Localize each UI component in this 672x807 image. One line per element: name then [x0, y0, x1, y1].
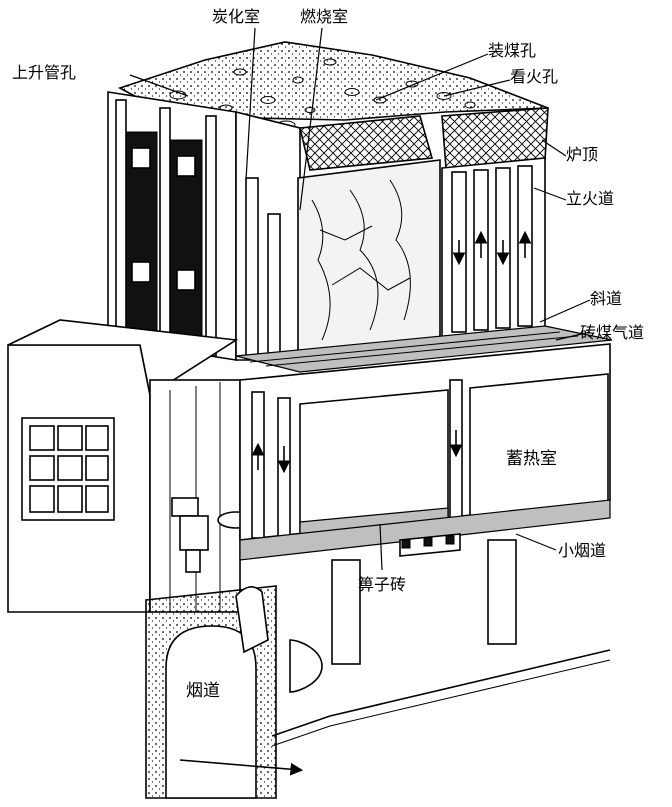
label-peep-hole: 看火孔: [510, 67, 558, 86]
label-brick-gas-channel: 砖煤气道: [580, 323, 644, 342]
label-flue: 烟道: [186, 681, 220, 701]
coal-texture: [311, 179, 411, 341]
regenerator-block: [239, 343, 611, 541]
label-regenerator: 蓄热室: [506, 449, 557, 469]
ground-line: [271, 649, 611, 737]
flue-tunnel: [145, 585, 304, 799]
roof-refractory: [299, 115, 434, 171]
label-charging-hole: 装煤孔: [488, 41, 536, 60]
brick-gas-channel-band: [235, 325, 613, 373]
coal-charge: [297, 159, 441, 361]
vertical-flue-block: [441, 157, 546, 341]
label-inclined-flue: 斜道: [590, 289, 622, 308]
label-combustion-chamber: 燃烧室: [300, 7, 348, 26]
label-small-flue: 小烟道: [558, 541, 606, 560]
small-flue-band: [239, 499, 611, 561]
center-walls: [235, 110, 301, 361]
leader-lines: [129, 27, 591, 571]
label-carbonization-chamber: 炭化室: [212, 7, 260, 26]
window-grid: [21, 417, 115, 521]
label-oven-roof: 炉顶: [566, 145, 598, 164]
label-ascension-pipe-hole: 上升管孔: [12, 63, 76, 82]
upper-left-block: [107, 91, 237, 361]
label-grate-brick: 箅子砖: [358, 575, 406, 594]
label-vertical-flue: 立火道: [566, 189, 614, 208]
support-pillars: [289, 539, 517, 693]
roof-holes: [169, 58, 476, 130]
